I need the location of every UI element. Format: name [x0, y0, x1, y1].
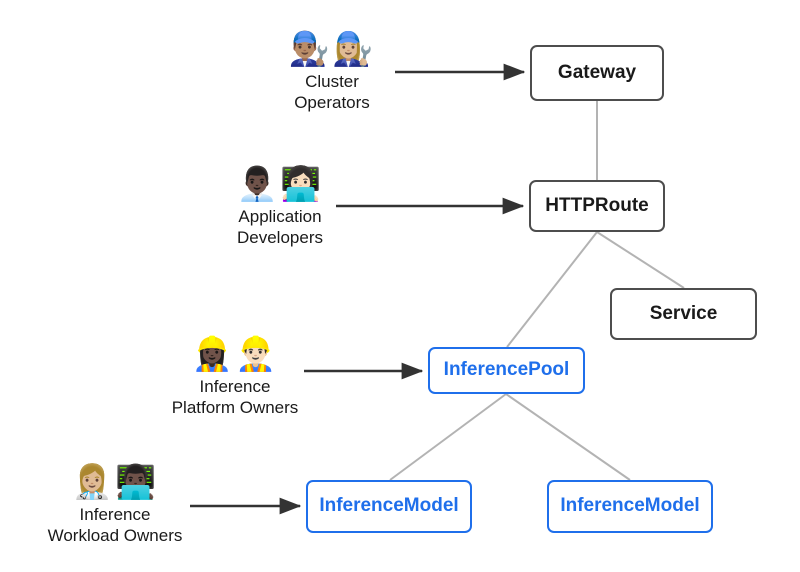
node-gateway[interactable]: Gateway: [530, 45, 664, 101]
node-httproute[interactable]: HTTPRoute: [529, 180, 665, 232]
actor-label: Cluster Operators: [294, 72, 370, 112]
node-inferencemodel1[interactable]: InferenceModel: [306, 480, 472, 533]
node-label: InferencePool: [443, 359, 570, 381]
actor-arrows: [190, 63, 526, 515]
actor-label: Application Developers: [237, 207, 323, 247]
actor-label: Inference Platform Owners: [171, 377, 299, 417]
node-label: InferenceModel: [560, 495, 700, 517]
woman-health-worker-icon: 👩🏼‍⚕️👨🏿‍💻: [71, 462, 159, 501]
edge-httproute-pool: [506, 231, 598, 348]
man-mechanic-icon: 👨🏽‍🔧👩🏼‍🔧: [288, 29, 376, 68]
actor-cluster-operators: 👨🏽‍🔧👩🏼‍🔧 Cluster Operators: [237, 30, 427, 113]
node-service[interactable]: Service: [610, 288, 757, 340]
node-label: InferenceModel: [319, 495, 459, 517]
woman-construction-worker-icon: 👷🏿‍♀️👷🏻‍♂️: [191, 334, 279, 373]
node-inferencemodel2[interactable]: InferenceModel: [547, 480, 713, 533]
edge-pool-model2: [505, 393, 631, 481]
man-office-worker-icon: 👨🏿‍💼👩🏻‍💻: [236, 164, 324, 203]
actor-inference-workload-owners: 👩🏼‍⚕️👨🏿‍💻 Inference Workload Owners: [20, 463, 210, 546]
node-inferencepool[interactable]: InferencePool: [428, 347, 585, 394]
node-label: Gateway: [557, 61, 637, 83]
node-label: HTTPRoute: [545, 194, 649, 216]
actor-inference-platform-owners: 👷🏿‍♀️👷🏻‍♂️ Inference Platform Owners: [140, 335, 330, 418]
edge-httproute-service: [596, 231, 685, 289]
node-label: Service: [649, 302, 718, 324]
actor-application-developers: 👨🏿‍💼👩🏻‍💻 Application Developers: [185, 165, 375, 248]
edge-pool-model1: [389, 393, 507, 481]
actor-label: Inference Workload Owners: [47, 505, 183, 545]
